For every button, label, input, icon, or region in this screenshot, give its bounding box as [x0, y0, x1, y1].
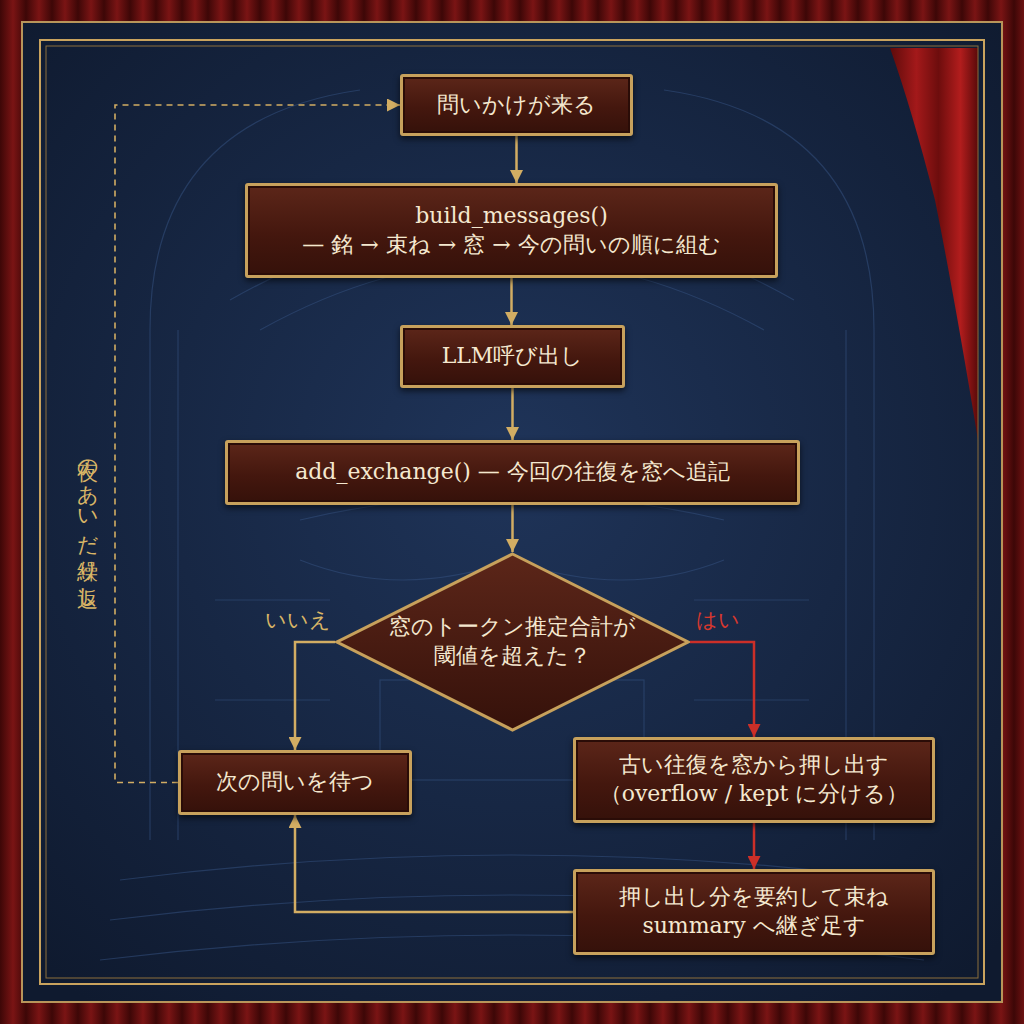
flow-arrow	[690, 642, 754, 737]
node-text: 問いかけが来る	[437, 91, 596, 120]
node-text-group: LLM呼び出し	[442, 342, 584, 371]
node-text-group: 次の問いを待つ	[216, 768, 374, 797]
node-text: LLM呼び出し	[442, 342, 584, 371]
node-text: add_exchange() — 今回の往復を窓へ追記	[295, 458, 730, 487]
process-box: 古い往復を窓から押し出す （overflow / kept に分ける）	[573, 737, 935, 823]
node-text-group: 窓のトークン推定合計が 閾値を超えた？	[388, 613, 638, 670]
node-text-group: 古い往復を窓から押し出す （overflow / kept に分ける）	[589, 751, 919, 808]
node-text: 押し出し分を要約して束ね summary へ継ぎ足す	[589, 883, 919, 940]
flow-arrow	[511, 388, 514, 440]
process-box: LLM呼び出し	[400, 325, 625, 388]
node-text-group: 押し出し分を要約して束ね summary へ継ぎ足す	[589, 883, 919, 940]
diamond-outline	[335, 552, 690, 732]
gold-frame	[40, 40, 984, 984]
node-text: build_messages()	[415, 202, 608, 231]
node-text-group: 問いかけが来る	[437, 91, 596, 120]
flow-arrow	[295, 815, 573, 912]
wait-box: 次の問いを待つ	[178, 750, 412, 815]
branch-label: いいえ	[265, 606, 331, 634]
process-box: 押し出し分を要約して束ね summary へ継ぎ足す	[573, 869, 935, 955]
node-text-group: add_exchange() — 今回の往復を窓へ追記	[295, 458, 730, 487]
start-box: 問いかけが来る	[400, 74, 633, 136]
flow-arrow	[753, 823, 756, 869]
diamond-shape	[337, 554, 688, 730]
node-text: — 銘 → 束ね → 窓 → 今の問いの順に組む	[302, 231, 720, 260]
node-text-group: build_messages()— 銘 → 束ね → 窓 → 今の問いの順に組む	[302, 202, 720, 259]
flow-arrow	[510, 278, 513, 325]
node-text: 次の問いを待つ	[216, 768, 374, 797]
flow-arrow	[511, 505, 514, 552]
red-drape	[890, 48, 978, 440]
loop-label: 夜のあいだ繰り返し	[74, 444, 102, 597]
process-box: add_exchange() — 今回の往復を窓へ追記	[225, 440, 800, 505]
decision-diamond: 窓のトークン推定合計が 閾値を超えた？	[335, 552, 690, 732]
branch-label: はい	[696, 606, 740, 634]
theatre-sketch	[100, 90, 924, 960]
process-box: build_messages()— 銘 → 束ね → 窓 → 今の問いの順に組む	[245, 183, 778, 278]
node-text: 窓のトークン推定合計が 閾値を超えた？	[388, 613, 638, 670]
gold-frame-inner	[46, 46, 978, 978]
flow-arrow	[515, 136, 518, 183]
flow-arrow	[295, 642, 335, 750]
stage-panel	[22, 22, 1002, 1002]
node-text: 古い往復を窓から押し出す （overflow / kept に分ける）	[589, 751, 919, 808]
